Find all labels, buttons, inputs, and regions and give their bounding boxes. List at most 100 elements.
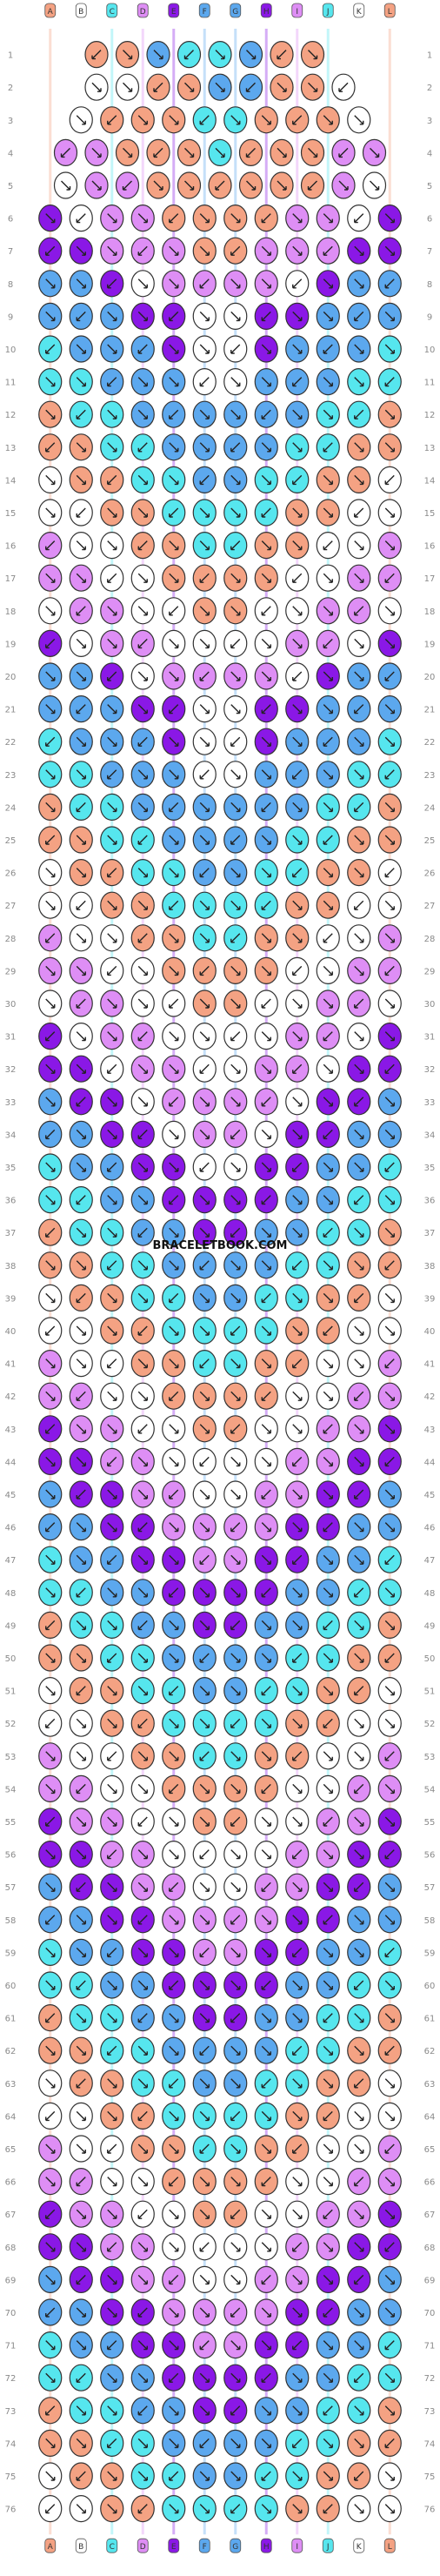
- knot-arrow-icon: [354, 245, 364, 256]
- knot-arrow-icon: [292, 1947, 303, 1958]
- strand-letter: D: [140, 2543, 146, 2552]
- knot-arrow-icon: [199, 474, 210, 486]
- knot-arrow-icon: [107, 671, 117, 681]
- knot-arrow-icon: [292, 2242, 303, 2252]
- row-number-right: 14: [424, 476, 436, 486]
- row-number-right: 66: [424, 2178, 436, 2188]
- row-number-right: 48: [424, 1589, 436, 1599]
- knot-arrow-icon: [169, 245, 179, 256]
- knot-arrow-icon: [45, 1849, 56, 1860]
- knot-arrow-icon: [292, 1195, 303, 1205]
- knot-arrow-icon: [45, 1653, 56, 1663]
- knot-arrow-icon: [230, 1915, 241, 1925]
- knot-arrow-icon: [384, 2504, 395, 2514]
- knot-arrow-icon: [107, 835, 117, 845]
- knot-arrow-icon: [199, 736, 210, 747]
- knot-arrow-icon: [199, 2143, 210, 2154]
- knot-arrow-icon: [137, 1620, 148, 1631]
- knot-arrow-icon: [354, 1063, 364, 1074]
- knot-arrow-icon: [107, 344, 117, 354]
- knot-arrow-icon: [323, 1882, 333, 1892]
- knot-arrow-icon: [76, 802, 86, 813]
- strand-end: [353, 3, 365, 18]
- knot-arrow-icon: [76, 2110, 86, 2122]
- row-number-left: 63: [5, 2080, 17, 2090]
- knot-arrow-icon: [230, 802, 241, 813]
- knot-arrow-icon: [384, 638, 395, 649]
- knot-arrow-icon: [169, 1947, 179, 1958]
- knot-arrow-icon: [169, 1653, 179, 1663]
- knot-arrow-icon: [169, 802, 179, 813]
- knot-arrow-icon: [45, 1783, 56, 1794]
- knot-arrow-icon: [76, 868, 86, 878]
- knot-arrow-icon: [76, 1292, 86, 1304]
- knot-arrow-icon: [107, 965, 117, 976]
- row-number-right: 6: [427, 215, 432, 225]
- knot-arrow-icon: [45, 442, 56, 453]
- knot-arrow-icon: [230, 1162, 241, 1172]
- strand-letter: H: [263, 8, 270, 17]
- knot-arrow-icon: [137, 1849, 148, 1860]
- knot-arrow-icon: [45, 1882, 56, 1892]
- knot-arrow-icon: [354, 213, 364, 224]
- knot-arrow-icon: [199, 1587, 210, 1598]
- knot-arrow-icon: [45, 2504, 56, 2514]
- knot-arrow-icon: [230, 245, 241, 256]
- knot-arrow-icon: [323, 736, 333, 747]
- knot-arrow-icon: [384, 802, 395, 813]
- knot-arrow-icon: [107, 1063, 117, 1074]
- knot-arrow-icon: [215, 147, 225, 158]
- knot-arrow-icon: [45, 573, 56, 583]
- knot-arrow-icon: [292, 474, 303, 486]
- row-number-left: 30: [5, 1000, 17, 1010]
- knot-arrow-icon: [169, 769, 179, 780]
- knot-arrow-icon: [323, 868, 333, 878]
- knot-arrow-icon: [107, 474, 117, 486]
- knot-arrow-icon: [323, 2078, 333, 2089]
- row-number-right: 73: [424, 2407, 436, 2417]
- knot-arrow-icon: [261, 2242, 271, 2252]
- row-number-right: 1: [427, 51, 432, 61]
- strand-letter: F: [203, 8, 207, 17]
- knot-arrow-icon: [107, 2242, 117, 2252]
- knot-arrow-icon: [230, 2405, 241, 2416]
- knot-arrow-icon: [384, 2438, 395, 2449]
- knot-arrow-icon: [76, 2177, 86, 2187]
- row-number-left: 72: [5, 2374, 17, 2384]
- knot-arrow-icon: [169, 1522, 179, 1533]
- knot-arrow-icon: [169, 2471, 179, 2481]
- knot-arrow-icon: [76, 573, 86, 583]
- knot-arrow-icon: [323, 1489, 333, 1499]
- knot-arrow-icon: [137, 2078, 148, 2089]
- knot-arrow-icon: [76, 769, 86, 780]
- knot-arrow-icon: [107, 278, 117, 289]
- knot-arrow-icon: [245, 147, 256, 158]
- knot-arrow-icon: [292, 2143, 303, 2154]
- knot-arrow-icon: [45, 1751, 56, 1761]
- knot-arrow-icon: [199, 2438, 210, 2449]
- knot-arrow-icon: [292, 1358, 303, 1369]
- knot-arrow-icon: [107, 2013, 117, 2023]
- knot-arrow-icon: [107, 1947, 117, 1958]
- row-number-right: 29: [424, 967, 436, 976]
- row-number-left: 56: [5, 1851, 17, 1861]
- knot-arrow-icon: [292, 998, 303, 1009]
- row-number-left: 18: [5, 607, 17, 617]
- knot-arrow-icon: [169, 2504, 179, 2514]
- row-number-left: 71: [5, 2342, 17, 2351]
- knot-arrow-icon: [45, 1292, 56, 1304]
- row-number-right: 64: [424, 2112, 436, 2122]
- knot-arrow-icon: [107, 1783, 117, 1794]
- knot-arrow-icon: [384, 2177, 395, 2187]
- knot-arrow-icon: [354, 835, 364, 845]
- row-number-right: 19: [424, 640, 436, 649]
- knot-arrow-icon: [384, 1849, 395, 1860]
- knot-arrow-icon: [169, 868, 179, 878]
- knot-arrow-icon: [107, 2340, 117, 2351]
- knot-arrow-icon: [199, 213, 210, 224]
- knot-arrow-icon: [76, 965, 86, 976]
- knot-arrow-icon: [354, 1947, 364, 1958]
- knot-arrow-icon: [107, 606, 117, 616]
- row-number-right: 37: [424, 1229, 436, 1238]
- knot-arrow-icon: [107, 1358, 117, 1369]
